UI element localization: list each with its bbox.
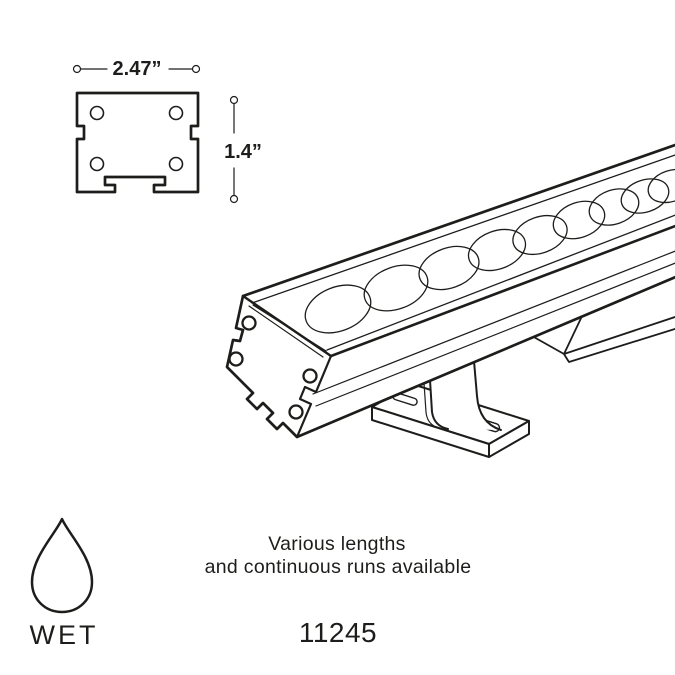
water-drop-icon: [30, 517, 94, 614]
lens: [647, 168, 675, 204]
height-dimension-label: 1.4”: [224, 141, 262, 163]
width-dimension: 2.47”: [72, 58, 201, 80]
fixture-body: [225, 143, 675, 439]
lens: [512, 214, 568, 256]
note-line-1: Various lengths: [268, 533, 405, 555]
cross-section-outline: [75, 91, 200, 194]
front-top-edge: [329, 224, 675, 358]
end-cap-screw-hole: [241, 315, 257, 331]
lens-array: [304, 168, 675, 334]
end-cap-screw-hole: [288, 404, 304, 420]
lens: [588, 188, 640, 226]
front-mounting-bracket: [371, 360, 530, 458]
screw-hole: [89, 156, 105, 172]
lens-panel-near-border: [326, 214, 675, 351]
lens: [552, 200, 606, 240]
front-face-groove-line: [315, 262, 675, 407]
end-cap-inner-line: [248, 305, 324, 358]
wet-rating: WET: [30, 517, 99, 650]
end-cap-front-edge: [295, 354, 333, 439]
lens: [467, 228, 527, 272]
lens: [620, 178, 670, 214]
lens: [363, 264, 429, 312]
front-face-groove-line: [312, 250, 675, 395]
cross-section-view: [75, 91, 200, 194]
dimension-endpoint: [229, 194, 239, 204]
wet-rating-label: WET: [30, 620, 99, 650]
fixture-isometric-view: [225, 143, 675, 458]
screw-hole: [168, 156, 184, 172]
lens: [418, 245, 480, 291]
end-cap-screw-hole: [228, 351, 244, 367]
dimension-endpoint: [229, 95, 239, 105]
bracket-stem-thickness-line: [423, 382, 437, 428]
lens-panel-far-border: [251, 154, 675, 304]
width-dimension-label: 2.47”: [113, 58, 162, 80]
lens-panel-left-border: [252, 304, 327, 352]
model-number: 11245: [299, 617, 377, 648]
note-line-2: and continuous runs available: [205, 556, 472, 578]
rear-mounting-bracket: [531, 313, 675, 363]
end-cap-screw-hole: [302, 368, 318, 384]
bracket-stem-right-edge: [473, 360, 502, 431]
rear-bracket-base: [563, 316, 675, 363]
screw-hole: [89, 105, 105, 121]
screw-hole: [168, 105, 184, 121]
end-cap: [228, 294, 333, 439]
lens: [304, 284, 372, 334]
bracket-stem-fill: [430, 361, 501, 430]
dimension-endpoint: [72, 64, 82, 74]
bracket-stem-left-edge: [429, 379, 449, 430]
dimension-endpoint: [191, 64, 201, 74]
height-dimension: 1.4”: [224, 95, 262, 204]
bracket-base-end: [488, 420, 530, 458]
